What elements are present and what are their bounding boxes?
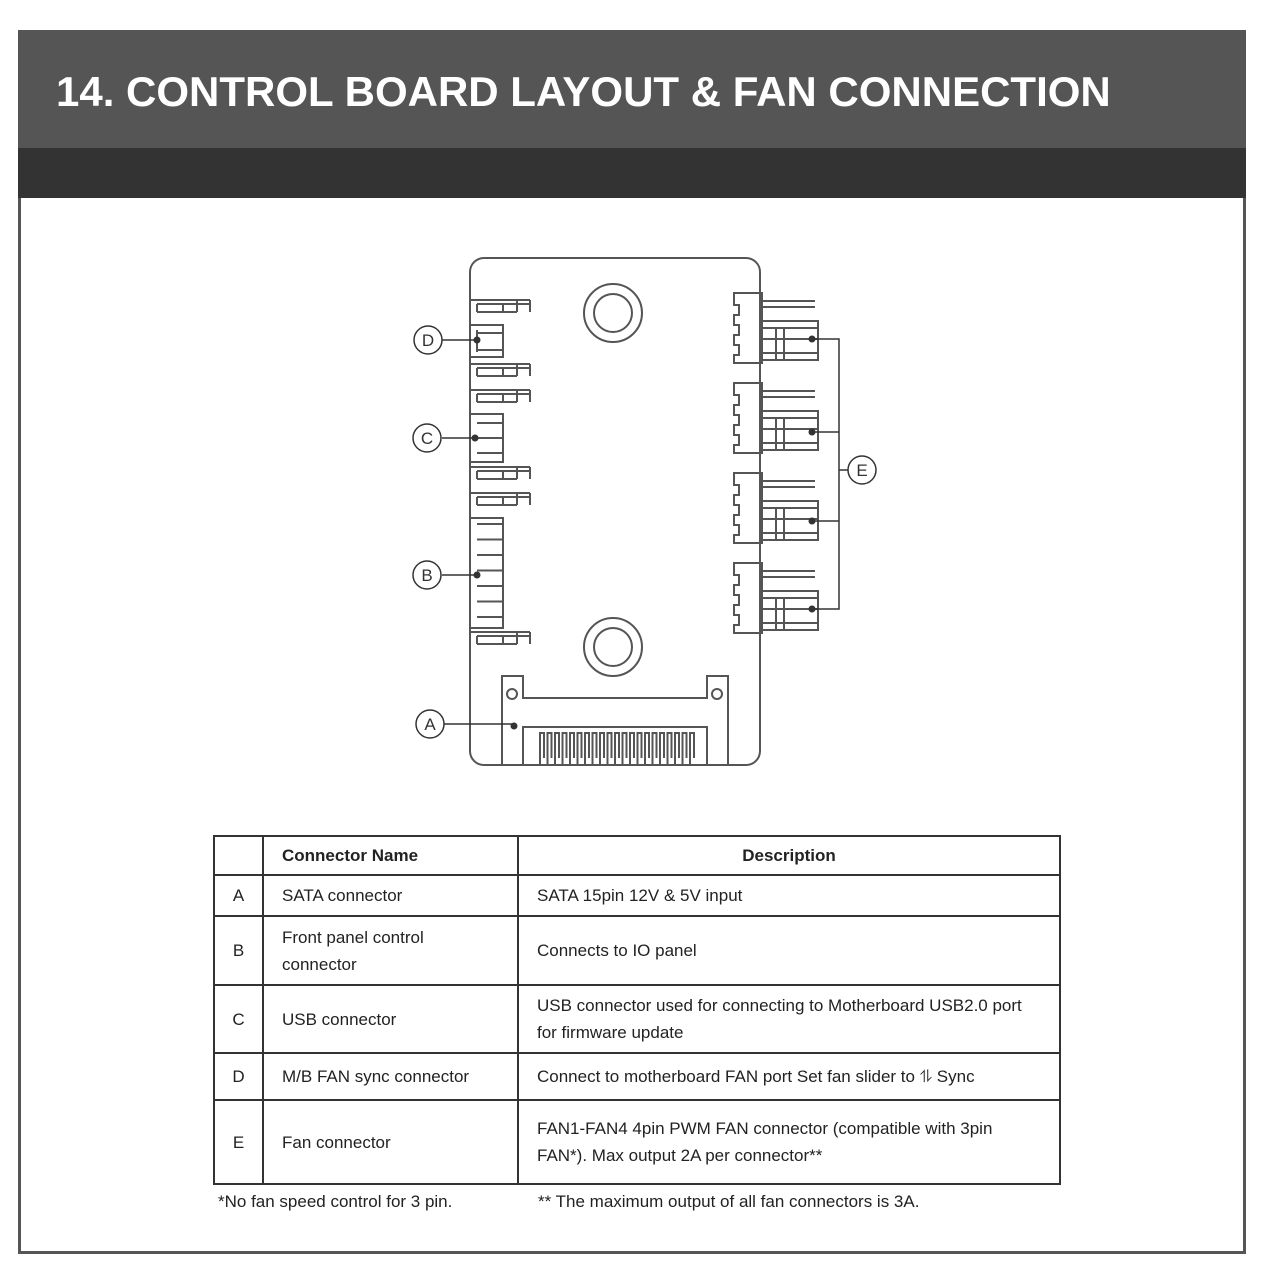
label-d-circle: [413, 325, 443, 355]
header-description: Description: [517, 835, 1061, 876]
header-letter: [213, 835, 264, 876]
row-description: SATA 15pin 12V & 5V input: [517, 874, 1061, 917]
row-letter: B: [213, 915, 264, 986]
row-description: Connects to IO panel: [517, 915, 1061, 986]
row-letter: C: [213, 984, 264, 1054]
table-header: Connector Name Description: [213, 835, 1061, 876]
label-a: A: [424, 715, 436, 734]
row-letter: A: [213, 874, 264, 917]
row-name: M/B FAN sync connector: [262, 1052, 519, 1101]
title-bar: [18, 30, 1246, 148]
small-header: [470, 631, 531, 645]
row-description: Connect to motherboard FAN port Set fan …: [517, 1052, 1061, 1101]
header-connector-name: Connector Name: [262, 835, 519, 876]
label-b: B: [421, 566, 432, 585]
row-name: Front panel control connector: [262, 915, 519, 986]
label-c: C: [421, 429, 433, 448]
sata-connector: [501, 675, 729, 765]
row-description: USB connector used for connecting to Mot…: [517, 984, 1061, 1054]
small-header: [470, 363, 531, 377]
sub-bar: [18, 148, 1246, 198]
row-letter: D: [213, 1052, 264, 1101]
callout-lines: [442, 338, 848, 725]
callout-dots: [471, 335, 816, 730]
left-connectors: [470, 299, 531, 645]
row-name: USB connector: [262, 984, 519, 1054]
small-header: [470, 299, 531, 313]
fan-header: [733, 292, 763, 364]
row-name: Fan connector: [262, 1099, 519, 1185]
label-a-circle: [415, 709, 445, 739]
label-e: E: [856, 461, 867, 480]
small-header: [470, 389, 531, 403]
row-letter: E: [213, 1099, 264, 1185]
page-title: 14. CONTROL BOARD LAYOUT & FAN CONNECTIO…: [56, 68, 1111, 115]
footnote-max-output: ** The maximum output of all fan connect…: [538, 1192, 920, 1211]
footnote-3pin: *No fan speed control for 3 pin.: [218, 1192, 453, 1211]
label-e-circle: [847, 455, 877, 485]
mounting-hole-top: [583, 283, 643, 343]
small-header: [470, 466, 531, 480]
row-description: FAN1-FAN4 4pin PWM FAN connector (compat…: [517, 1099, 1061, 1185]
label-d: D: [422, 331, 434, 350]
label-b-circle: [412, 560, 442, 590]
fan-header: [733, 562, 763, 634]
label-c-circle: [412, 423, 442, 453]
control-board-diagram: D C B A E: [412, 257, 877, 766]
small-header: [470, 492, 531, 506]
front-panel-header: [470, 517, 504, 629]
fan-header: [733, 472, 763, 544]
fan-header: [733, 382, 763, 454]
mounting-hole-bottom: [583, 617, 643, 677]
row-name: SATA connector: [262, 874, 519, 917]
fan-connectors: [733, 292, 819, 634]
usb-header: [470, 413, 504, 463]
